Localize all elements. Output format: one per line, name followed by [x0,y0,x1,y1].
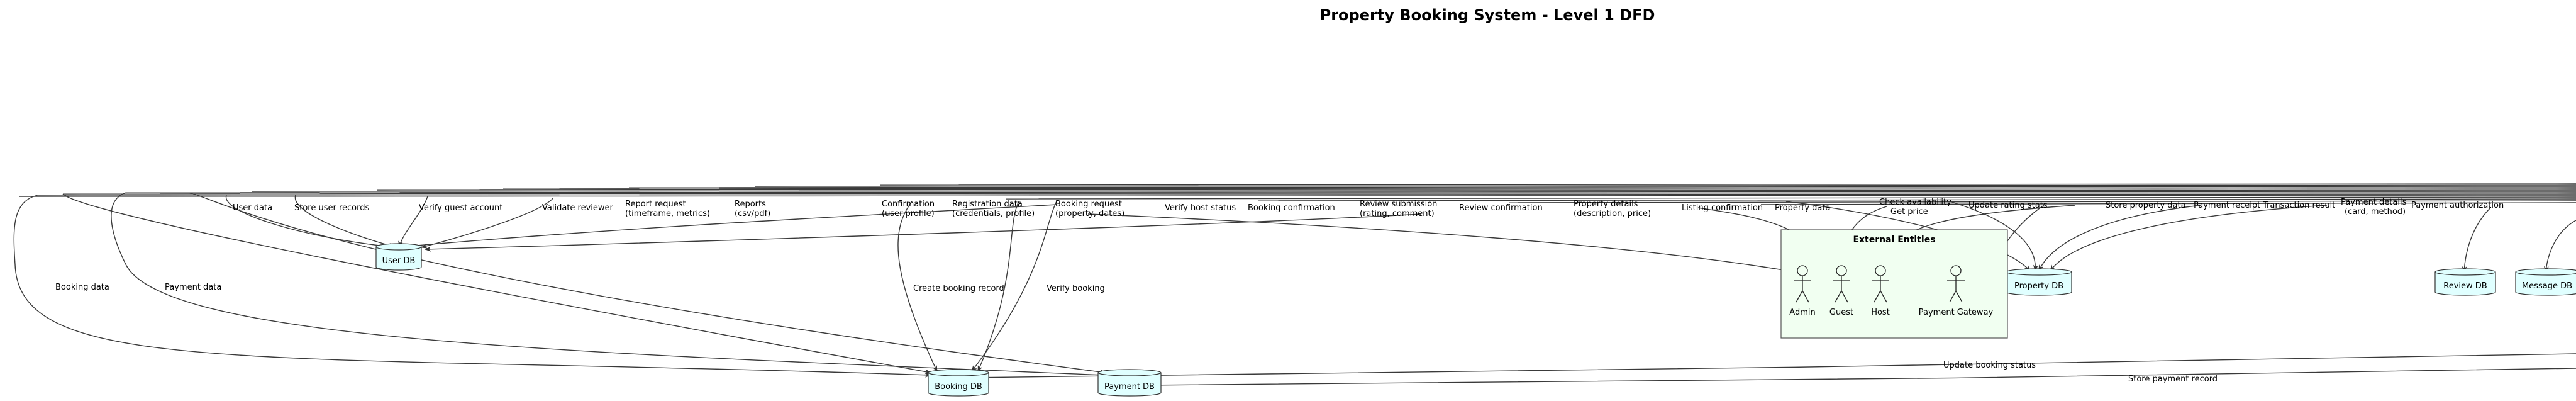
label-verify-booking: Verify booking [1046,284,1105,293]
label-store-payment-record: Store payment record [2128,375,2218,384]
label-report-request-1: Report request [625,200,686,209]
label-review-submission-1: Review submission [1360,200,1437,209]
label-payment-authorization: Payment authorization [2411,201,2504,210]
message-db-label: Message DB [2522,281,2572,291]
diagram-title: Property Booking System - Level 1 DFD [1320,6,1655,24]
label-booking-request-2: (property, dates) [1055,209,1124,218]
payment-gateway-label: Payment Gateway [1919,308,1994,317]
external-entities-package: External Entities Admin Guest Host Payme… [1780,229,2008,339]
label-store-user-records: Store user records [294,203,370,213]
flow-bundle [18,183,2576,205]
label-confirmation-2: (user profile) [882,209,935,218]
host-label: Host [1871,308,1890,317]
label-store-property-data: Store property data [2106,201,2186,210]
external-entities-label: External Entities [1853,235,1935,245]
label-transaction-result: Transaction result [2262,201,2335,210]
payment-db-label: Payment DB [1104,382,1155,392]
actor-flows [1087,205,2076,273]
label-payment-details-2: (card, method) [2345,207,2406,217]
guest-label: Guest [1829,308,1853,317]
label-payment-details-1: Payment details [2341,198,2407,207]
label-verify-host-status: Verify host status [1165,203,1236,213]
label-registration-data-2: (credentials, profile) [952,209,1035,218]
label-report-request-2: (timeframe, metrics) [625,209,710,218]
label-property-data: Property data [1775,203,1830,213]
bookingdb-flows [897,201,1057,372]
payment-gateway-actor: Payment Gateway [1919,265,1994,317]
label-review-submission-2: (rating, comment) [1360,209,1435,218]
label-get-price: Get price [1890,207,1928,217]
user-db: User DB [375,243,422,271]
admin-label: Admin [1789,308,1815,317]
left-flows [13,192,2576,388]
property-db-label: Property DB [2014,281,2063,291]
label-listing-confirmation: Listing confirmation [1682,203,1763,213]
propertydb-flows [1785,201,2328,271]
review-db-label: Review DB [2443,281,2487,291]
label-booking-data: Booking data [55,283,109,292]
property-db: Property DB [2006,268,2072,296]
label-user-data: User data [233,203,272,213]
message-db: Message DB [2515,268,2576,296]
label-property-details-1: Property details [1574,200,1638,209]
label-booking-request-1: Booking request [1055,200,1122,209]
label-payment-data: Payment data [165,283,221,292]
label-reports-1: Reports [735,200,766,209]
label-confirmation-1: Confirmation [882,200,935,209]
label-payment-receipt: Payment receipt [2194,201,2260,210]
label-update-rating-stats: Update rating stats [1968,201,2048,210]
booking-db-label: Booking DB [935,382,982,392]
right-flows [2462,207,2576,273]
label-review-confirmation: Review confirmation [1459,203,1543,213]
label-create-booking-record: Create booking record [913,284,1004,293]
label-registration-data-1: Registration data [952,200,1023,209]
label-verify-guest-account: Verify guest account [419,203,502,213]
userdb-flows [226,195,1422,252]
payment-db: Payment DB [1097,369,1162,397]
guest-actor: Guest [1829,265,1853,317]
user-db-label: User DB [382,256,416,266]
admin-actor: Admin [1789,265,1816,317]
host-actor: Host [1871,265,1890,317]
review-db: Review DB [2434,268,2496,296]
label-property-details-2: (description, price) [1574,209,1651,218]
label-check-availability: Check availability [1879,198,1951,207]
label-update-booking-status: Update booking status [1943,361,2036,370]
edge-labels: Booking data Payment data User data Stor… [55,198,2504,384]
label-reports-2: (csv/pdf) [735,209,770,218]
booking-db: Booking DB [928,369,989,397]
label-booking-confirmation: Booking confirmation [1248,203,1335,213]
label-validate-reviewer: Validate reviewer [542,203,614,213]
